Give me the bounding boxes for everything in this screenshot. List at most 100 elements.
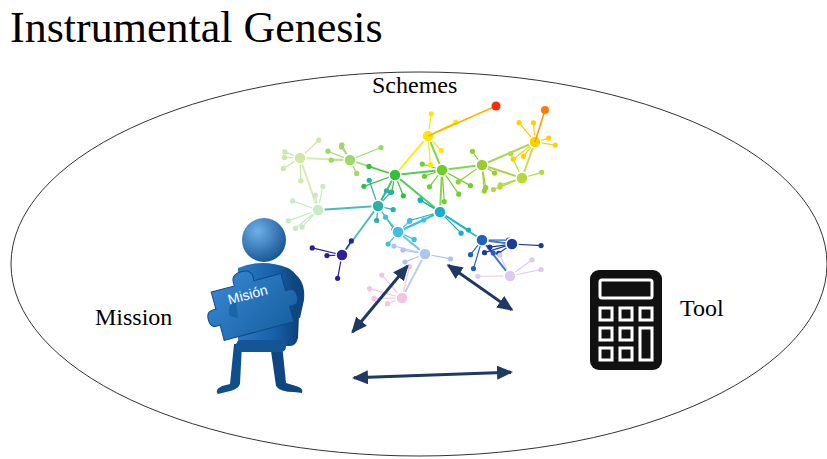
network-spoke — [535, 110, 545, 142]
network-dot — [420, 161, 425, 166]
person-figure — [199, 218, 305, 394]
network-dot — [389, 189, 394, 194]
node-label: Schemes — [372, 72, 457, 99]
network-dot — [538, 243, 543, 248]
network-dot — [391, 207, 396, 212]
network-dot — [427, 184, 432, 189]
double-arrow — [354, 372, 511, 378]
network-dot — [497, 253, 502, 258]
network-dot — [293, 226, 298, 231]
network-dot — [546, 136, 551, 141]
network-dot — [498, 182, 503, 187]
network-dot — [418, 198, 423, 203]
network-dot — [456, 192, 461, 197]
network-dot — [385, 301, 390, 306]
network-dot — [366, 164, 371, 169]
network-dot — [282, 155, 287, 160]
scheme-network — [281, 102, 558, 307]
network-dot — [407, 219, 412, 224]
network-hub — [506, 238, 518, 250]
network-dot — [539, 170, 544, 175]
network-dot — [290, 198, 295, 203]
network-dot — [421, 217, 426, 222]
network-dot — [429, 111, 434, 116]
network-hub — [389, 169, 401, 181]
network-dot — [374, 218, 379, 223]
network-hub — [516, 172, 528, 184]
network-dot — [521, 154, 526, 159]
network-link — [440, 212, 482, 240]
node-label: Tool — [680, 295, 724, 322]
network-dot — [282, 149, 287, 154]
network-hub — [476, 234, 488, 246]
network-dot — [475, 274, 480, 279]
network-dot — [538, 267, 543, 272]
calculator-icon — [590, 270, 662, 370]
network-dot — [471, 266, 476, 271]
network-hub — [294, 152, 306, 164]
network-hub — [419, 248, 431, 260]
network-dot — [491, 250, 496, 255]
network-dot — [313, 193, 318, 198]
network-link — [300, 158, 318, 210]
network-hub — [504, 270, 516, 282]
network-dot — [529, 257, 534, 262]
network-hub — [476, 159, 488, 171]
network-dot — [329, 158, 334, 163]
network-link — [342, 206, 378, 255]
network-dot — [541, 106, 549, 114]
network-dot — [367, 178, 372, 183]
network-link — [482, 142, 535, 165]
network-dot — [482, 250, 487, 255]
network-dot — [384, 188, 389, 193]
network-dot — [492, 170, 497, 175]
network-spoke — [428, 106, 496, 136]
network-dot — [400, 247, 405, 252]
network-dot — [401, 193, 406, 198]
boundary-ellipse — [11, 72, 827, 456]
network-dot — [281, 166, 286, 171]
network-dot — [367, 286, 372, 291]
network-dot — [459, 231, 464, 236]
network-link — [300, 158, 350, 160]
network-dot — [371, 296, 376, 301]
network-dot — [325, 149, 330, 154]
network-dot — [379, 272, 384, 277]
network-dot — [470, 149, 475, 154]
network-hub — [344, 154, 356, 166]
network-hub — [436, 164, 448, 176]
network-dot — [324, 253, 329, 258]
network-dot — [439, 148, 444, 153]
network-dot — [386, 241, 391, 246]
node-label: Mission — [95, 304, 172, 331]
network-link — [318, 206, 378, 210]
network-dot — [422, 174, 427, 179]
network-dot — [531, 120, 536, 125]
network-dot — [553, 142, 558, 147]
network-link — [398, 212, 440, 232]
network-dot — [466, 227, 471, 232]
network-dot — [316, 138, 321, 143]
network-dot — [456, 179, 461, 184]
network-dot — [491, 187, 496, 192]
network-hub — [392, 226, 404, 238]
network-hub — [312, 204, 324, 216]
network-dot — [354, 171, 359, 176]
network-dot — [383, 215, 388, 220]
double-arrow — [353, 266, 408, 332]
network-dot — [468, 252, 473, 257]
network-link — [402, 254, 425, 298]
network-dot — [339, 142, 344, 147]
network-dot — [402, 259, 407, 264]
network-dot — [428, 162, 433, 167]
network-dot — [298, 178, 303, 183]
network-dot — [412, 237, 417, 242]
network-link — [395, 175, 440, 212]
network-dot — [516, 120, 521, 125]
network-hub — [336, 249, 348, 261]
network-dot — [511, 157, 516, 162]
network-hub — [396, 292, 408, 304]
